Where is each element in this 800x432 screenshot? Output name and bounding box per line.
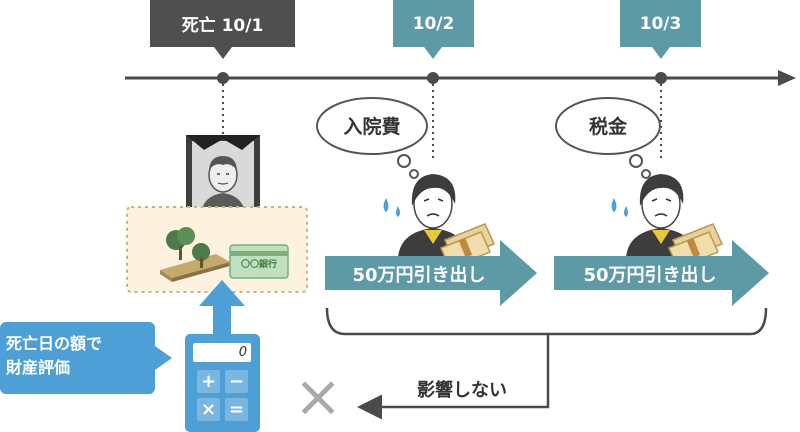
- valuation-label: 死亡日の額で 財産評価: [6, 332, 152, 380]
- calculator-icon: [185, 334, 260, 432]
- valuation-up-arrow: [199, 280, 245, 334]
- sweat-drop-icon: [383, 198, 389, 212]
- timeline-dot-oct3: [655, 72, 667, 84]
- no-effect-label: 影響しない: [417, 380, 507, 401]
- valuation-callout: [0, 322, 172, 394]
- timeline-dot-oct2: [427, 72, 439, 84]
- date-label-oct3: 10/3: [639, 13, 682, 34]
- valuation-line-2: 財産評価: [6, 358, 71, 377]
- timeline-dot-death: [217, 72, 229, 84]
- timeline-arrowhead: [778, 70, 796, 86]
- worried-person-icon: [611, 174, 698, 258]
- withdrawal-arrow-oct3: [554, 240, 769, 306]
- withdrawal-label-oct2: 50万円引き出し: [352, 265, 486, 286]
- date-label-death: 死亡 10/1: [181, 16, 264, 36]
- land-icon: [160, 227, 230, 282]
- no-effect-connector: [357, 334, 550, 420]
- valuation-line-1: 死亡日の額で: [6, 334, 103, 353]
- bank-card-text: 〇〇銀行: [240, 260, 277, 270]
- bank-card-icon: [229, 244, 289, 279]
- date-label-oct2: 10/2: [412, 13, 455, 34]
- date-tag-oct3: [620, 0, 701, 59]
- thought-bubble-tax: [555, 97, 661, 179]
- calculator-key-minus: −: [228, 371, 245, 392]
- calculator-key-plus: +: [200, 371, 217, 392]
- cross-mark-icon: ×: [293, 362, 343, 430]
- withdrawal-label-oct3: 50万円引き出し: [583, 265, 717, 286]
- sweat-drop-icon: [611, 198, 617, 212]
- withdrawals-bracket: [325, 307, 768, 336]
- thought-text-hospital: 入院費: [343, 116, 401, 138]
- calculator-display: 0: [238, 345, 247, 360]
- date-tag-oct2: [393, 0, 474, 59]
- timeline-axis: [125, 70, 796, 86]
- date-tag-death: [150, 0, 295, 59]
- calculator-key-times: ×: [200, 399, 217, 420]
- thought-text-tax: 税金: [588, 116, 627, 138]
- thought-bubble-hospital: [316, 97, 428, 179]
- withdrawal-arrow-oct2: [325, 240, 537, 306]
- calculator-key-equals: =: [228, 399, 245, 420]
